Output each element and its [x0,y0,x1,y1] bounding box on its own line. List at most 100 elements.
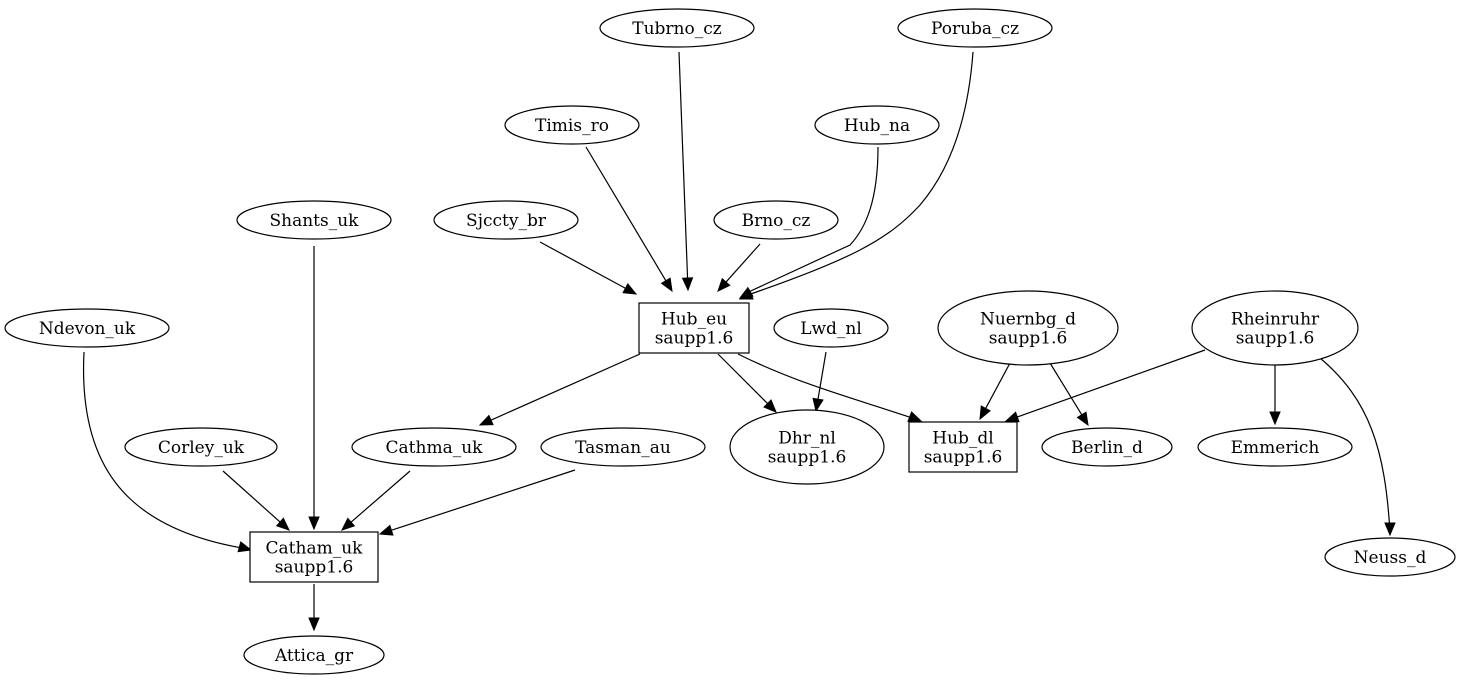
node-hub_na[interactable]: Hub_na [814,105,940,145]
arrowhead [1076,411,1089,427]
node-ellipse [814,105,940,145]
node-shants_uk[interactable]: Shants_uk [236,200,392,240]
arrowhead [308,617,320,632]
edge-line [539,241,627,290]
arrowhead [237,541,253,553]
node-sublabel: saupp1.6 [1236,329,1315,349]
node-tubrno_cz[interactable]: Tubrno_cz [599,8,755,48]
node-label: Poruba_cz [931,19,1019,39]
arrowhead [622,282,638,295]
edge-line [984,362,1011,410]
edges-layer [82,51,1396,632]
node-berlin_d[interactable]: Berlin_d [1041,427,1173,467]
edge-hub_eu-to-cathma_uk [478,353,641,426]
node-ellipse [713,200,839,240]
arrowhead [378,524,394,536]
edge-ndevon_uk-to-catham_uk [82,351,253,553]
node-box [638,302,750,354]
arrowhead [979,405,991,421]
node-poruba_cz[interactable]: Poruba_cz [897,8,1053,48]
arrowhead [478,414,494,426]
edge-rheinruhr-to-neuss_d [1319,357,1396,537]
node-label: Rheinruhr [1231,310,1320,330]
edge-poruba_cz-to-hub_eu [738,51,974,300]
node-emmerich[interactable]: Emmerich [1197,427,1353,467]
arrowhead [1384,522,1396,537]
node-timis_ro[interactable]: Timis_ro [504,105,640,145]
node-cathma_uk[interactable]: Cathma_uk [351,427,517,467]
arrowhead [681,277,694,292]
node-label: Attica_gr [274,646,354,666]
node-ellipse [1191,290,1359,366]
node-ellipse [773,308,889,348]
node-label: Sjccty_br [466,211,547,231]
node-sublabel: saupp1.6 [924,448,1003,468]
node-label: Corley_uk [158,438,245,458]
node-sublabel: saupp1.6 [768,448,847,468]
node-ellipse [236,200,392,240]
node-label: Catham_uk [266,539,364,559]
arrowhead [1004,411,1020,423]
edge-line [489,353,641,422]
arrowhead [660,277,673,293]
edge-brno_cz-to-hub_eu [717,243,761,292]
node-tasman_au[interactable]: Tasman_au [540,427,706,467]
edge-cathma_uk-to-catham_uk [341,470,411,531]
edge-line [1049,362,1083,416]
arrowhead [907,411,923,422]
node-ellipse [351,427,517,467]
node-ellipse [729,409,885,485]
edge-corley_uk-to-catham_uk [222,470,290,531]
node-ellipse [4,308,170,348]
node-label: Hub_eu [661,310,727,330]
edge-rheinruhr-to-hub_dl [1004,349,1206,423]
node-label: Neuss_d [1354,548,1427,568]
node-ellipse [937,290,1119,366]
node-ellipse [1324,537,1456,577]
node-ellipse [897,8,1053,48]
arrowhead [717,277,731,292]
node-attica_gr[interactable]: Attica_gr [243,635,385,675]
node-label: Brno_cz [742,211,811,231]
node-label: Ndevon_uk [39,319,136,339]
arrowhead [341,517,356,531]
edge-line [82,351,249,550]
edge-shants_uk-to-catham_uk [308,246,320,531]
edge-line [1016,349,1206,418]
node-sjccty_br[interactable]: Sjccty_br [433,200,579,240]
edge-sjccty_br-to-hub_eu [539,241,638,295]
node-label: Cathma_uk [386,438,484,458]
edge-tasman_au-to-catham_uk [378,469,576,536]
edge-lwd_nl-to-dhr_nl [812,351,827,413]
node-ellipse [1041,427,1173,467]
edge-line [717,353,769,405]
edge-line [817,351,827,401]
node-ellipse [433,200,579,240]
arrowhead [308,516,320,531]
node-sublabel: saupp1.6 [655,329,734,349]
node-label: Nuernbg_d [980,310,1076,330]
node-neuss_d[interactable]: Neuss_d [1324,537,1456,577]
node-box [249,531,379,583]
node-ellipse [540,427,706,467]
arrowhead [1269,411,1281,426]
node-label: Shants_uk [270,211,360,231]
node-label: Timis_ro [535,116,609,136]
node-ndevon_uk[interactable]: Ndevon_uk [4,308,170,348]
node-ellipse [124,427,278,467]
node-label: Dhr_nl [778,429,836,449]
node-lwd_nl[interactable]: Lwd_nl [773,308,889,348]
arrowhead [275,517,290,531]
edge-nuernbg_d-to-berlin_d [1049,362,1089,427]
edge-rheinruhr-to-emmerich [1269,365,1281,426]
node-brno_cz[interactable]: Brno_cz [713,200,839,240]
arrowhead [738,288,754,300]
node-corley_uk[interactable]: Corley_uk [124,427,278,467]
